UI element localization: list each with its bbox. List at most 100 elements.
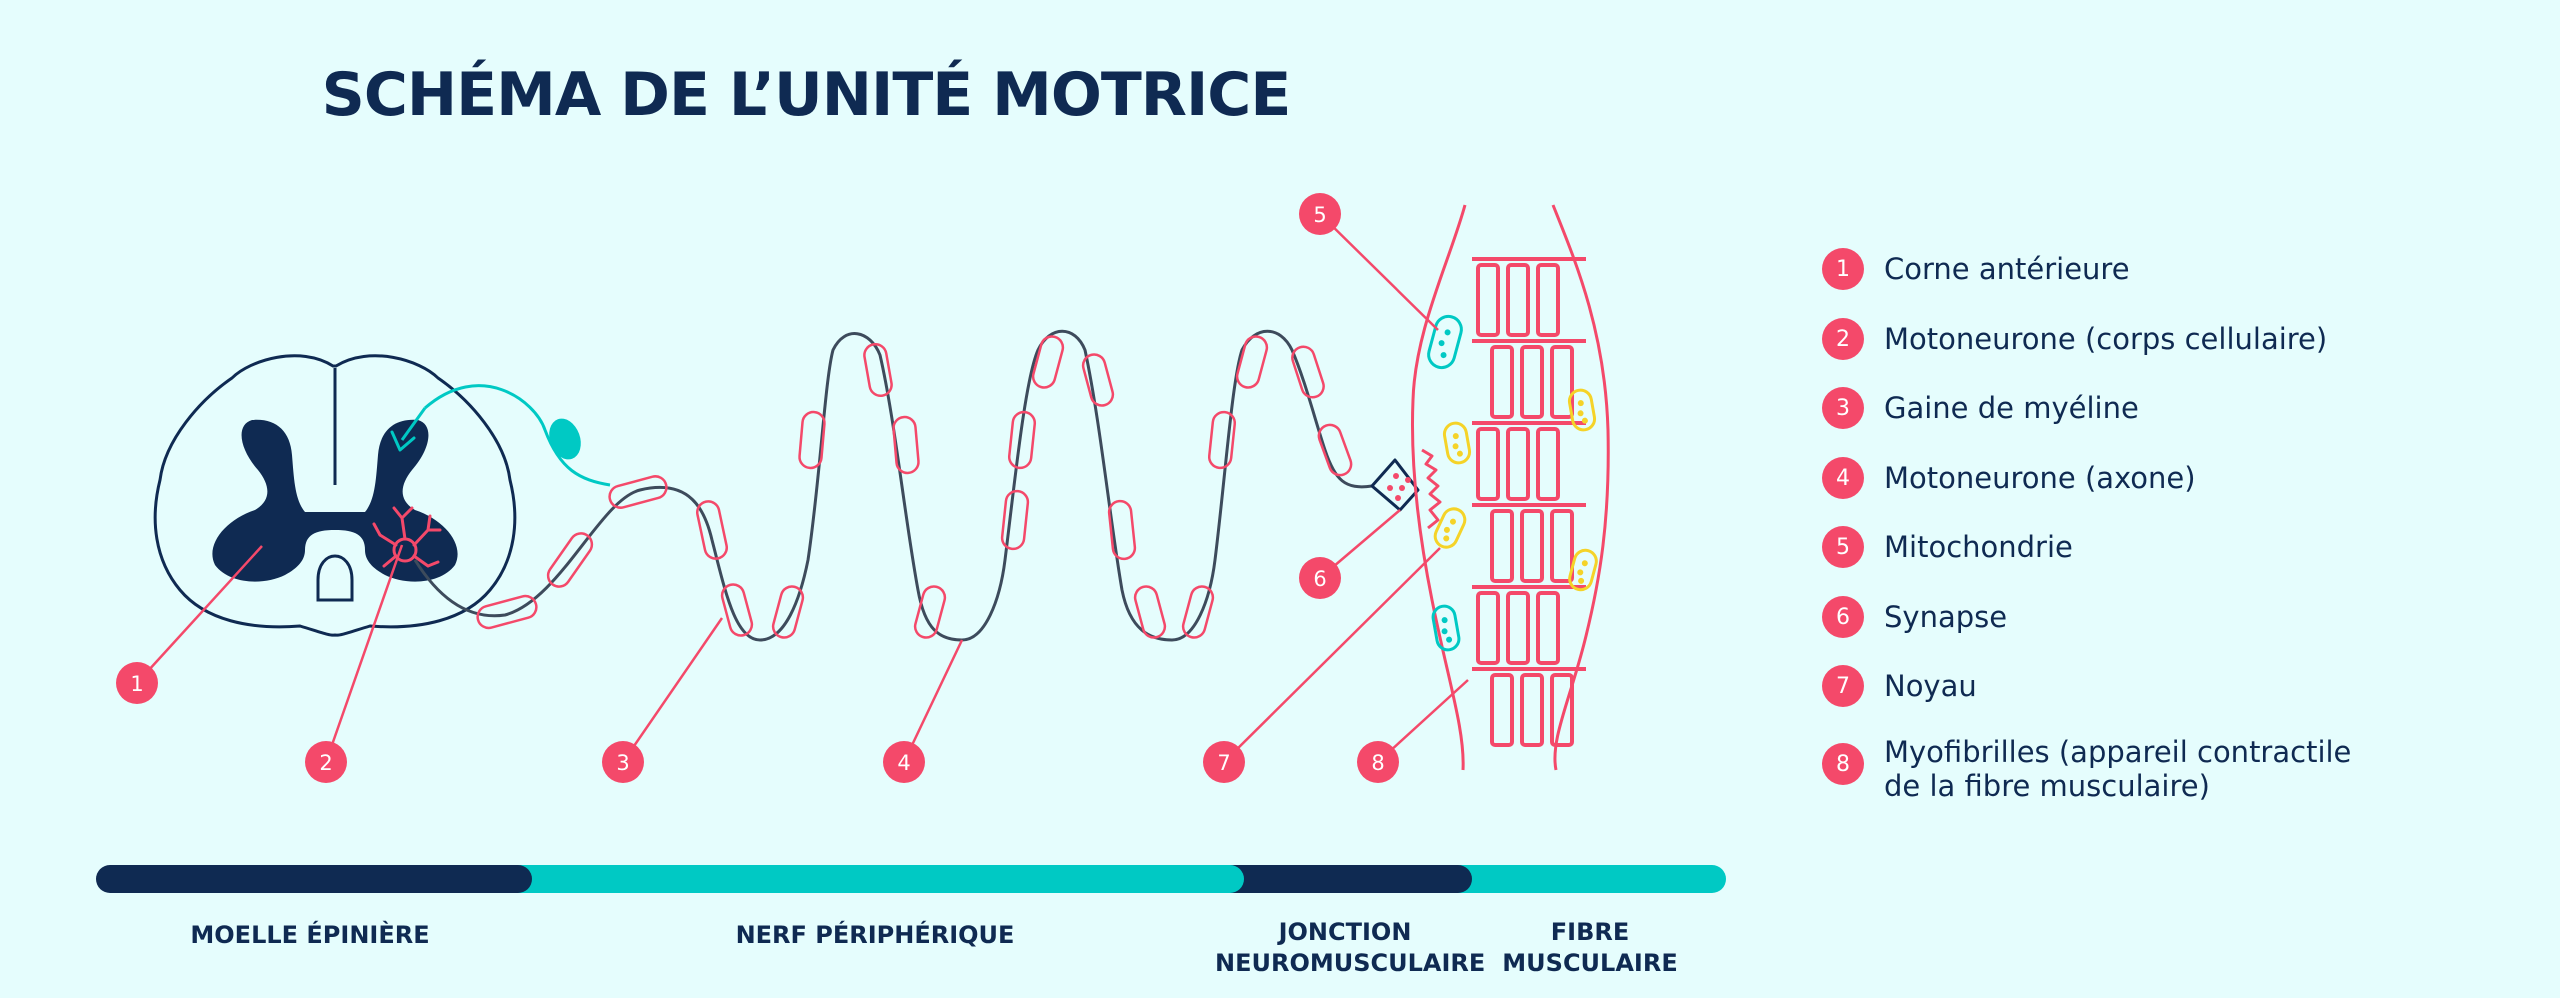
callout-leaders: [136, 213, 1469, 763]
legend-label: Noyau: [1884, 669, 1977, 703]
nuclei: [1433, 388, 1598, 592]
myofibril-segment: [1506, 263, 1530, 337]
callout-3-label: 3: [616, 751, 629, 775]
motoneuron-cell-body: [372, 506, 442, 568]
callout-4: 4: [883, 741, 925, 783]
legend-badge: 3: [1822, 387, 1864, 429]
region-bar-junction: [1210, 865, 1472, 893]
callout-2-label: 2: [319, 751, 332, 775]
sarcolemma-right: [1551, 204, 1610, 771]
legend-label: Synapse: [1884, 600, 2008, 634]
myelin-segment: [546, 532, 594, 588]
myofibril-segment: [1550, 345, 1574, 419]
legend-item-5: 5 Mitochondrie: [1822, 524, 2073, 568]
spinal-cord: [153, 354, 517, 637]
myelin-segment: [476, 594, 538, 630]
callout-3: 3: [602, 741, 644, 783]
myofibril-segment: [1550, 673, 1574, 747]
myofibril-segment: [1520, 509, 1544, 583]
muscle-fiber: [1410, 204, 1610, 771]
callout-1-label: 1: [130, 672, 143, 696]
legend-item-8: 8 Myofibrilles (appareil contractile de …: [1822, 729, 2351, 803]
legend-item-6: 6 Synapse: [1822, 594, 2007, 638]
sensory-fiber: [390, 384, 611, 487]
myelin-segment: [863, 342, 893, 398]
myelin-segment: [1317, 423, 1353, 477]
myofibrils: [1472, 257, 1586, 747]
myelin-segment: [696, 500, 728, 560]
callout-7-label: 7: [1217, 751, 1230, 775]
legend-badge: 7: [1822, 665, 1864, 707]
legend-label: Motoneurone (axone): [1884, 461, 2196, 495]
myelin-segment: [1133, 585, 1167, 639]
legend-item-2: 2 Motoneurone (corps cellulaire): [1822, 316, 2327, 360]
myelin-segment: [608, 475, 668, 509]
callout-7: 7: [1203, 741, 1245, 783]
bar-label-spinal: MOELLE ÉPINIÈRE: [190, 921, 430, 949]
synaptic-cleft: [1421, 448, 1442, 530]
legend-label: Gaine de myéline: [1884, 391, 2139, 425]
legend-label: Corne antérieure: [1884, 252, 2130, 286]
myofibril-segment: [1490, 345, 1514, 419]
myofibril-segment: [1536, 263, 1560, 337]
myofibril-segment: [1506, 591, 1530, 665]
dorsal-ganglion: [549, 418, 581, 460]
myofibril-segment: [1476, 263, 1500, 337]
callout-4-label: 4: [897, 751, 910, 775]
legend-item-3: 3 Gaine de myéline: [1822, 385, 2139, 429]
myelin-segment: [1291, 345, 1325, 399]
myelin-segment: [1181, 585, 1215, 639]
myelin-sheath: [476, 335, 1353, 639]
callout-1: 1: [116, 662, 158, 704]
myofibril-segment: [1506, 427, 1530, 501]
legend-badge: 8: [1822, 743, 1864, 785]
myelin-segment: [1235, 335, 1269, 389]
myelin-segment: [1007, 410, 1037, 470]
myelin-segment: [1000, 489, 1030, 551]
motor-axon: [413, 329, 1373, 642]
legend-badge: 2: [1822, 318, 1864, 360]
myofibril-segment: [1550, 509, 1574, 583]
myofibril-segment: [1476, 591, 1500, 665]
central-canal-notch: [316, 554, 354, 602]
callout-5-label: 5: [1313, 203, 1326, 227]
region-bar-nerve: [500, 865, 1244, 893]
bar-label-junction: JONCTION NEUROMUSCULAIRE: [1215, 918, 1486, 977]
myofibril-segment: [1490, 673, 1514, 747]
mitochondria: [1427, 314, 1463, 652]
myelin-segment: [798, 410, 826, 470]
callout-6: 6: [1299, 557, 1341, 599]
legend-badge: 6: [1822, 596, 1864, 638]
myofibril-segment: [1536, 591, 1560, 665]
legend-item-1: 1 Corne antérieure: [1822, 246, 2130, 290]
page-title: SCHÉMA DE L’UNITÉ MOTRICE: [321, 60, 1292, 130]
region-bar: [96, 865, 1726, 893]
myofibril-segment: [1490, 509, 1514, 583]
legend-label: Mitochondrie: [1884, 530, 2073, 564]
myelin-segment: [1031, 335, 1065, 389]
region-bar-fiber: [1440, 865, 1726, 893]
callout-5: 5: [1299, 193, 1341, 235]
myofibril-segment: [1476, 427, 1500, 501]
myelin-segment: [1207, 410, 1237, 470]
region-bar-spinal: [96, 865, 532, 893]
legend-label: Myofibrilles (appareil contractile de la…: [1884, 735, 2352, 803]
myelin-segment: [771, 585, 805, 639]
legend-label: Motoneurone (corps cellulaire): [1884, 322, 2328, 356]
myelin-segment: [720, 583, 754, 637]
bar-label-fiber: FIBRE MUSCULAIRE: [1502, 918, 1678, 977]
callout-8-label: 8: [1371, 751, 1384, 775]
sarcolemma-left: [1410, 204, 1467, 771]
myelin-segment: [1107, 499, 1137, 561]
callouts: 1 2 3 4 5 6 7 8: [116, 193, 1399, 783]
myofibril-segment: [1536, 427, 1560, 501]
legend-badge: 5: [1822, 526, 1864, 568]
legend-badge: 4: [1822, 457, 1864, 499]
myofibril-segment: [1520, 673, 1544, 747]
bar-label-nerve: NERF PÉRIPHÉRIQUE: [735, 921, 1015, 949]
myelin-segment: [1081, 353, 1115, 407]
legend-item-4: 4 Motoneurone (axone): [1822, 455, 2196, 499]
callout-6-label: 6: [1313, 567, 1326, 591]
legend-badge: 1: [1822, 248, 1864, 290]
